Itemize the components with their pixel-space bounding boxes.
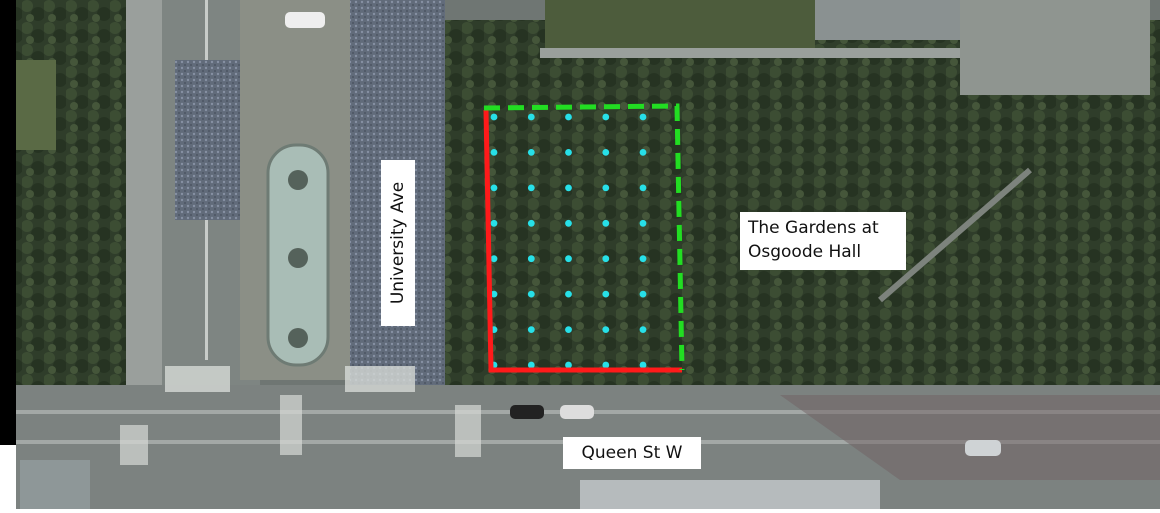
grid-point bbox=[602, 255, 610, 263]
grid-point bbox=[602, 184, 610, 192]
building-bottom-left bbox=[20, 460, 90, 509]
university-ave-label: University Ave bbox=[381, 160, 415, 326]
crosswalk-1 bbox=[165, 366, 230, 392]
grid-point bbox=[639, 113, 647, 121]
grid-point bbox=[565, 326, 572, 333]
grid-point bbox=[639, 326, 647, 333]
car bbox=[560, 405, 594, 419]
grid-point bbox=[565, 290, 572, 298]
grid-point bbox=[602, 361, 610, 369]
image-border bbox=[0, 0, 16, 445]
car bbox=[510, 405, 544, 419]
grid-point bbox=[639, 361, 647, 369]
grid-point bbox=[602, 219, 610, 227]
grid-point bbox=[490, 113, 498, 121]
gardens-label-line1: The Gardens at bbox=[748, 218, 879, 238]
grid-point bbox=[527, 219, 535, 227]
crosswalk-5 bbox=[120, 425, 148, 465]
grid-point bbox=[602, 113, 610, 121]
fountain-jet-1 bbox=[288, 170, 308, 190]
grid-point bbox=[527, 361, 535, 369]
grid-point bbox=[490, 255, 498, 263]
grid-point bbox=[565, 255, 572, 263]
grid-point bbox=[527, 255, 535, 263]
building-bottom bbox=[580, 480, 880, 509]
grid-point bbox=[490, 184, 498, 192]
grid-point bbox=[527, 326, 535, 333]
grid-point bbox=[565, 361, 572, 369]
crosswalk-4 bbox=[455, 405, 481, 457]
grid-point bbox=[565, 149, 572, 156]
car bbox=[965, 440, 1001, 456]
grid-point bbox=[490, 219, 498, 227]
building-top bbox=[815, 0, 960, 40]
left-lawn bbox=[16, 60, 56, 150]
study-area-border-dashed bbox=[483, 103, 685, 371]
grid-point bbox=[639, 219, 647, 227]
grid-point bbox=[527, 184, 535, 192]
car bbox=[285, 12, 325, 28]
grid-point bbox=[639, 184, 647, 192]
grid-point bbox=[490, 290, 498, 298]
path-top bbox=[540, 48, 960, 58]
crosswalk-3 bbox=[280, 395, 302, 455]
fountain-jet-2 bbox=[288, 248, 308, 268]
grid-point bbox=[602, 149, 610, 156]
grid-point bbox=[527, 149, 535, 156]
queen-street-label: Queen St W bbox=[563, 437, 701, 469]
crowd-area-left bbox=[175, 60, 245, 220]
lawn-top bbox=[545, 0, 815, 48]
grid-point bbox=[639, 255, 647, 263]
grid-points bbox=[490, 113, 647, 369]
study-area-border-solid bbox=[483, 109, 682, 373]
gardens-label: The Gardens at Osgoode Hall bbox=[740, 212, 906, 270]
fountain-jet-3 bbox=[288, 328, 308, 348]
gardens-label-line2: Osgoode Hall bbox=[748, 242, 862, 262]
paved-top-right bbox=[960, 0, 1150, 95]
grid-point bbox=[639, 149, 647, 156]
grid-point bbox=[527, 113, 535, 121]
crosswalk-2 bbox=[345, 366, 415, 392]
grid-point bbox=[602, 290, 610, 298]
study-area-overlay bbox=[483, 103, 685, 373]
grid-point bbox=[527, 290, 535, 298]
grid-point bbox=[565, 184, 572, 192]
grid-point bbox=[565, 219, 572, 227]
grid-point bbox=[565, 113, 572, 121]
grid-point bbox=[639, 290, 647, 298]
grid-point bbox=[602, 326, 610, 333]
crowd-area-south-east bbox=[780, 395, 1160, 480]
garden-path bbox=[878, 167, 1032, 303]
grid-point bbox=[490, 149, 498, 156]
university-ave-text: University Ave bbox=[388, 181, 408, 305]
